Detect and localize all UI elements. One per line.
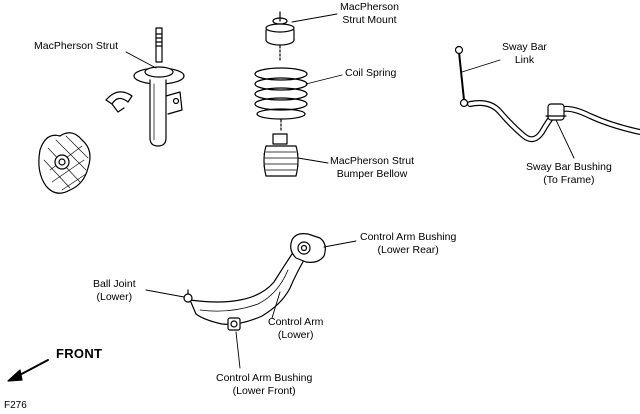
- label-control-arm-bushing-rear-line2: (Lower Rear): [377, 244, 439, 256]
- label-sway-bar-link: Sway Bar Link: [502, 41, 547, 67]
- label-ball-joint-line2: (Lower): [96, 291, 133, 303]
- label-control-arm-bushing-front-line1: Control Arm Bushing: [216, 372, 313, 384]
- coil-spring-drawing: [254, 67, 308, 133]
- label-macpherson-strut: MacPherson Strut: [34, 40, 119, 52]
- label-bumper-bellow-line1: MacPherson Strut: [330, 155, 415, 167]
- label-ball-joint-line1: Ball Joint: [93, 278, 136, 290]
- label-strut-mount: MacPherson Strut Mount: [340, 1, 399, 27]
- label-control-arm-line1: Control Arm: [268, 316, 324, 328]
- bumper-bellow-drawing: [263, 133, 299, 177]
- label-strut-mount-line1: MacPherson: [340, 1, 399, 13]
- label-ball-joint: Ball Joint (Lower): [93, 278, 136, 304]
- leader-lines: [125, 13, 575, 369]
- label-control-arm-bushing-rear-line1: Control Arm Bushing: [360, 231, 457, 243]
- label-control-arm-line2: (Lower): [277, 329, 314, 341]
- strut-mount-drawing: [265, 11, 295, 63]
- label-sway-bar-bushing-line2: (To Frame): [543, 174, 595, 186]
- macpherson-strut-drawing: [105, 27, 185, 147]
- label-sway-bar-link-line1: Sway Bar: [502, 41, 547, 53]
- label-bumper-bellow: MacPherson Strut Bumper Bellow: [330, 155, 414, 181]
- label-coil-spring: Coil Spring: [345, 67, 397, 79]
- front-direction-label: FRONT: [56, 346, 103, 361]
- label-control-arm: Control Arm (Lower): [268, 316, 323, 342]
- label-strut-mount-line2: Strut Mount: [342, 14, 397, 26]
- label-control-arm-bushing-front-line2: (Lower Front): [232, 385, 296, 397]
- label-control-arm-bushing-front: Control Arm Bushing (Lower Front): [216, 372, 312, 398]
- front-arrow-icon: [7, 359, 49, 382]
- label-sway-bar-link-line2: Link: [514, 54, 535, 66]
- label-bumper-bellow-line2: Bumper Bellow: [336, 168, 408, 180]
- label-control-arm-bushing-rear: Control Arm Bushing (Lower Rear): [360, 231, 456, 257]
- figure-code: F276: [4, 400, 27, 411]
- label-sway-bar-bushing: Sway Bar Bushing (To Frame): [526, 161, 612, 187]
- steering-knuckle-drawing: [38, 132, 91, 194]
- label-sway-bar-bushing-line1: Sway Bar Bushing: [526, 161, 612, 173]
- sway-bar-drawing: [454, 45, 640, 143]
